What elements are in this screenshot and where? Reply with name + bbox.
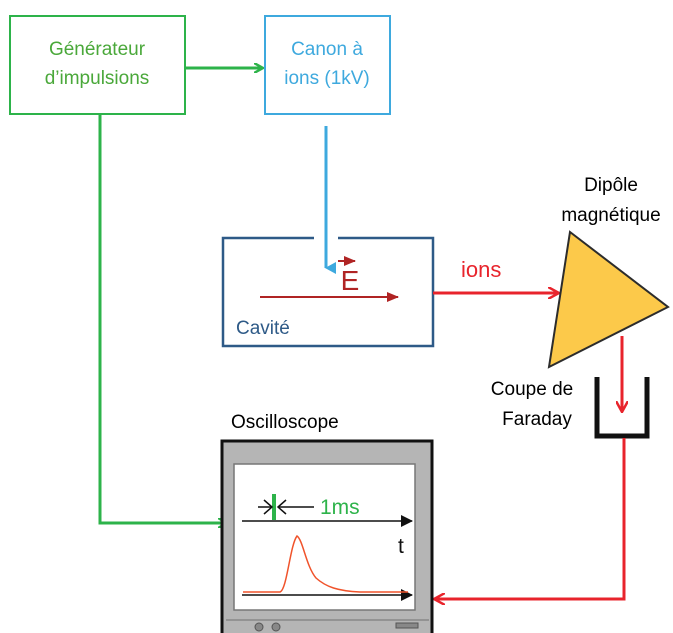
faraday-cup-label-line1: Coupe de [491, 379, 573, 400]
generator-to-oscilloscope-line [98, 114, 226, 523]
pulse-width-label: 1ms [320, 496, 360, 519]
oscilloscope-knob-2[interactable] [271, 622, 281, 632]
time-axis-label: t [398, 535, 404, 558]
ion-signal-trace [243, 534, 408, 593]
oscilloscope-screen [233, 463, 416, 611]
faraday-cup [594, 377, 650, 439]
electric-field-symbol: E [341, 265, 360, 296]
ion-gun-box [264, 15, 391, 115]
pulse-width-arrowhead-right [276, 499, 287, 515]
oscilloscope-title: Oscilloscope [231, 412, 339, 433]
magnetic-dipole [547, 230, 670, 369]
ions-label: ions [461, 257, 501, 282]
pulse-generator-box [9, 15, 186, 115]
pulse-width-arrowhead-left [263, 499, 274, 515]
dipole-label-line2: magnétique [561, 205, 660, 226]
oscilloscope: Oscilloscope 1ms t [220, 412, 434, 633]
oscilloscope-slot [395, 622, 419, 629]
pulse-generator-label-line2: d’impulsions [45, 68, 150, 89]
cavity-label: Cavité [236, 318, 290, 339]
dipole-label-line1: Dipôle [584, 175, 638, 196]
ion-gun-label-line2: ions (1kV) [284, 68, 370, 89]
cup-to-oscilloscope-line [435, 438, 626, 599]
ion-gun-label-line1: Canon à [291, 39, 363, 60]
oscilloscope-knob-1[interactable] [254, 622, 264, 632]
pulse-generator-label-line1: Générateur [49, 39, 146, 60]
faraday-cup-label-line2: Faraday [502, 409, 572, 430]
cavity: E Cavité [221, 236, 435, 348]
